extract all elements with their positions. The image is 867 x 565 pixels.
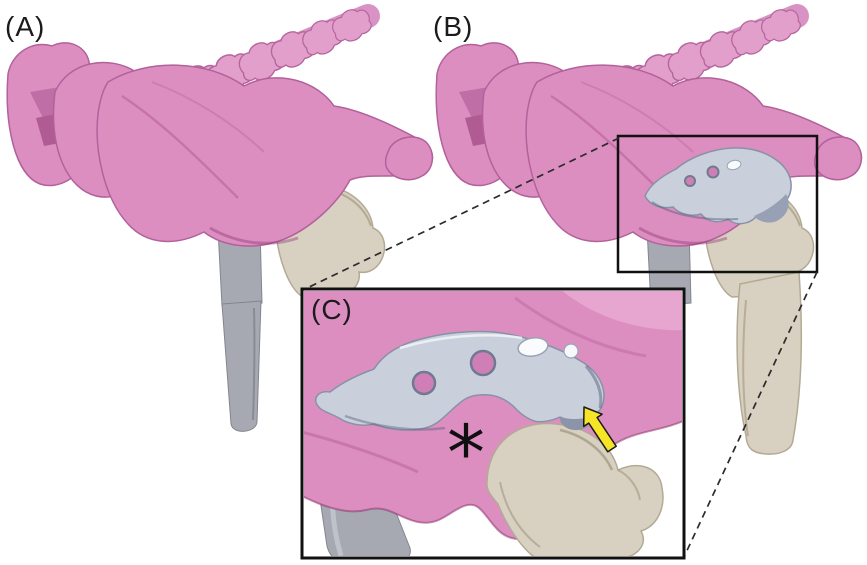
implant-screw-hole — [706, 165, 720, 179]
inset-screw-hole — [469, 349, 497, 377]
highlight-rect — [616, 134, 819, 274]
implant-shadow-line — [651, 201, 739, 221]
rod-shadow-line — [252, 307, 256, 421]
inset-hole-highlight — [563, 343, 579, 359]
implant-hole-highlight — [726, 159, 742, 171]
panel-a-label: (A) — [5, 11, 46, 42]
implant-screw-hole — [684, 175, 696, 187]
callout-line-upper — [302, 137, 620, 291]
inset-frame-border — [300, 287, 686, 560]
inset-humerus — [486, 422, 664, 556]
inset-implant-shading — [344, 334, 603, 431]
gray-rod-shaft — [221, 300, 262, 432]
inset-panel-c: * — [300, 287, 686, 560]
shaft-shadow-line — [742, 299, 749, 437]
inset-scapula-fold — [562, 291, 682, 331]
inset-humerus-shading — [499, 428, 641, 548]
inset-hole-highlight — [517, 337, 549, 357]
yellow-arrow-icon — [582, 406, 617, 453]
inset-screw-hole — [411, 370, 437, 396]
panel-c-label: (C) — [311, 294, 353, 325]
asterisk-annotation: * — [447, 408, 485, 497]
panel-b-render — [436, 4, 861, 455]
inset-implant-lip — [559, 417, 591, 431]
panel-b-label: (B) — [433, 11, 474, 42]
implant-lip — [754, 194, 789, 223]
panel-a-render — [7, 4, 432, 432]
callout-line-lower — [683, 271, 818, 558]
